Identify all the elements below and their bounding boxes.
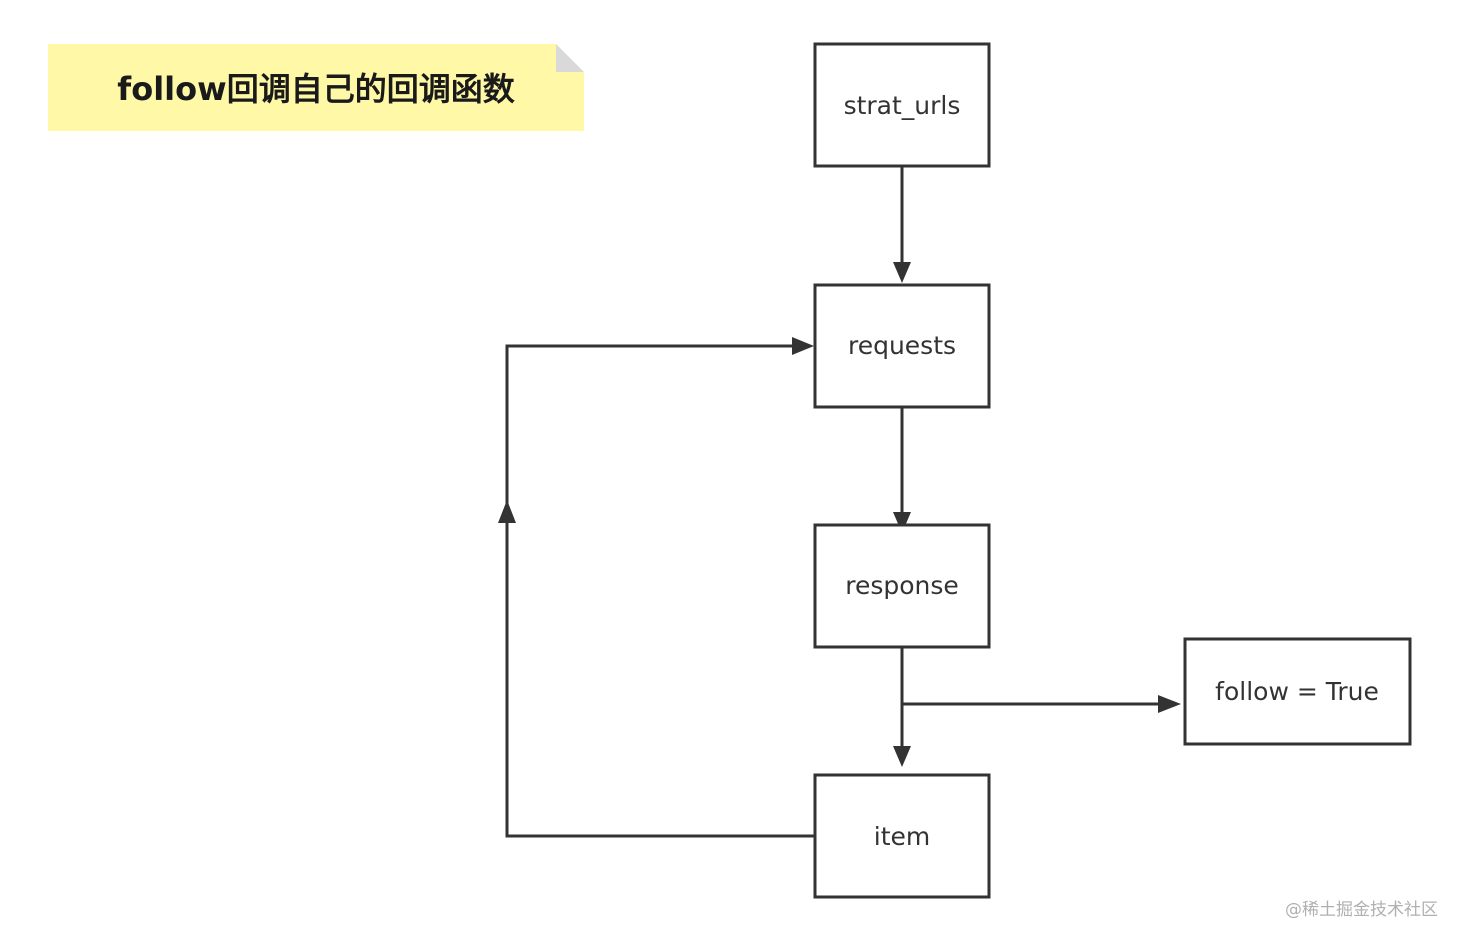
node-start-urls-box [813, 42, 991, 168]
node-requests-box [813, 283, 991, 409]
node-response-label: response [845, 571, 959, 600]
node-start-urls: strat_urls [813, 42, 991, 168]
arrowhead-item-top [893, 746, 911, 767]
arrowhead-follow-left [1158, 695, 1181, 713]
node-follow-true-box [1183, 637, 1412, 746]
arrowhead-requests-left [792, 337, 814, 355]
note-fold-corner [556, 44, 584, 72]
arrowhead-response-top [893, 512, 911, 533]
node-requests-label: requests [848, 331, 956, 360]
note-title: follow回调自己的回调函数 [117, 70, 515, 108]
arrowhead-loop-up [498, 500, 516, 523]
title-note: follow回调自己的回调函数 [48, 44, 584, 131]
node-requests: requests [813, 283, 991, 409]
node-response: response [813, 523, 991, 649]
node-item-label: item [874, 822, 930, 851]
edge-item-loop-to-requests [505, 344, 814, 838]
node-response-box [813, 523, 991, 649]
node-follow-true: follow = True [1183, 637, 1412, 746]
watermark-text: @稀土掘金技术社区 [1285, 900, 1438, 920]
node-item: item [813, 773, 991, 899]
arrowhead-requests-top [893, 262, 911, 283]
node-follow-true-label: follow = True [1215, 677, 1379, 706]
node-item-box [813, 773, 991, 899]
node-start-urls-label: strat_urls [844, 91, 961, 120]
note-background [48, 44, 584, 131]
edges [498, 166, 1181, 838]
